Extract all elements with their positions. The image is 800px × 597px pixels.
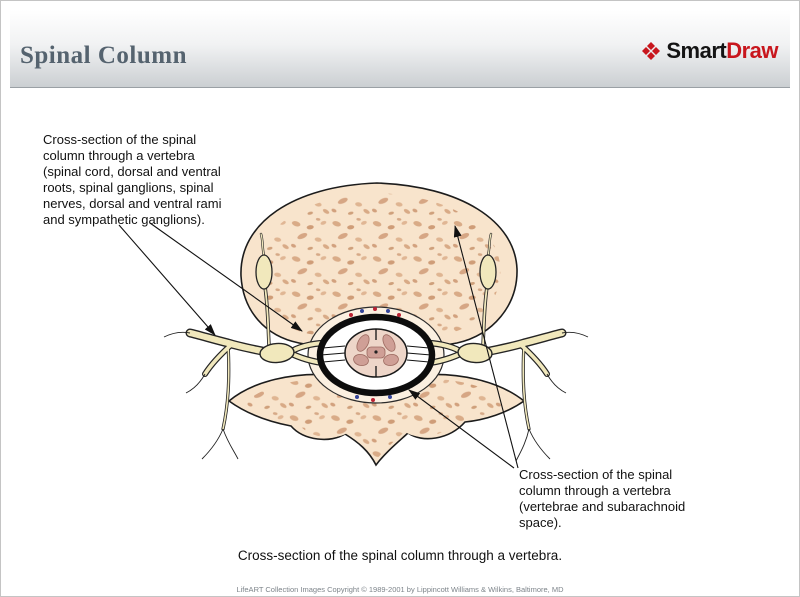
vertebral-body	[240, 182, 518, 350]
page-title: Spinal Column	[20, 42, 187, 69]
vertebra-cross-section-figure	[118, 182, 589, 469]
logo-draw: Draw	[726, 38, 778, 63]
spinal-nerve-right	[415, 328, 567, 431]
nerve-rootlets	[320, 345, 432, 363]
annotation-arrow	[453, 225, 519, 469]
sympathetic-ganglion-right	[479, 254, 497, 290]
spinal-cord	[344, 328, 408, 378]
gray-matter-butterfly	[353, 334, 399, 367]
copyright-footer: LifeART Collection Images Copyright © 19…	[236, 585, 564, 594]
blood-vessel-dots	[349, 307, 401, 402]
header-banner: Spinal Column SmartDraw	[10, 10, 790, 88]
annotation-left: Cross-section of the spinal column throu…	[43, 132, 222, 227]
sympathetic-ganglion-left	[255, 254, 273, 290]
smartdraw-logo: SmartDraw	[641, 38, 778, 64]
annotation-arrow	[149, 222, 303, 332]
annotation-arrow	[118, 224, 216, 336]
figure-caption: Cross-section of the spinal column throu…	[237, 548, 563, 563]
sympathetic-chain-right	[479, 232, 497, 347]
sympathetic-chain-left	[255, 232, 273, 347]
annotation-right: Cross-section of the spinal column throu…	[519, 467, 686, 530]
logo-smart: Smart	[666, 38, 727, 63]
nerve-branch-twigs	[163, 331, 589, 462]
smartdraw-diamonds-icon	[642, 42, 661, 60]
central-canal	[374, 350, 378, 354]
spinal-ganglion-left	[259, 342, 295, 364]
spinal-ganglion-right	[457, 342, 493, 364]
annotation-arrows	[118, 222, 519, 469]
annotation-arrow	[408, 389, 515, 469]
logo-text: SmartDraw	[666, 38, 778, 64]
